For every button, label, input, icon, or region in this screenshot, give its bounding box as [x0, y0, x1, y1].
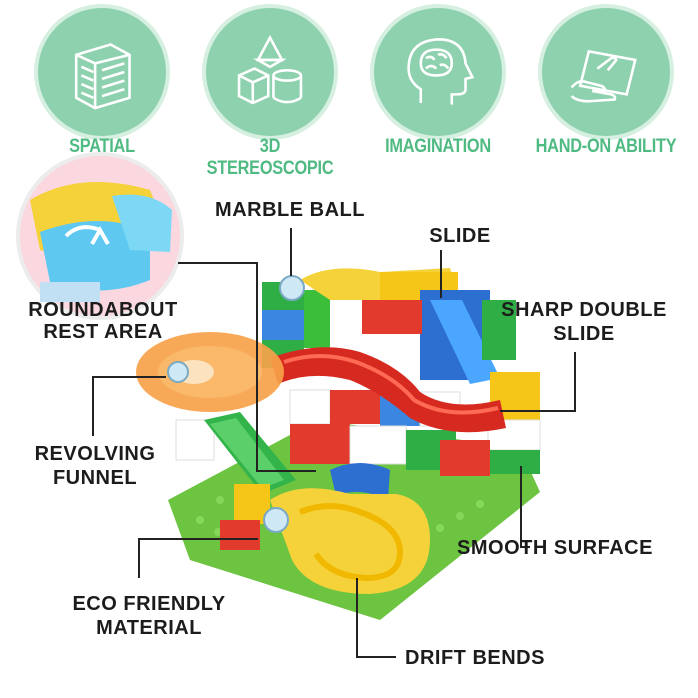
marble-ball: [279, 275, 305, 301]
leader-drift-v: [356, 578, 358, 656]
feature-hand-on-ability: [542, 8, 670, 136]
callout-revolving-line1: REVOLVING: [34, 443, 156, 465]
leader-eco-v: [138, 538, 140, 578]
feature-spatial-thinking: [38, 8, 166, 136]
cube-layers-icon: [74, 43, 131, 110]
callout-sharp-double-line1: SHARP DOUBLE: [501, 299, 667, 321]
callout-slide: SLIDE: [429, 225, 491, 247]
leader-revolving-h: [92, 376, 166, 378]
hand-card-icon: [570, 49, 637, 103]
leader-sharp-double-h: [500, 410, 576, 412]
feature-label-hand-on-ability: HAND-ON ABILITY: [535, 136, 677, 157]
leader-drift-h: [356, 656, 396, 658]
leader-slide: [440, 250, 442, 298]
leader-eco-h: [138, 538, 258, 540]
callout-roundabout-line2: REST AREA: [43, 321, 163, 343]
callout-sharp-double-line2: SLIDE: [553, 323, 615, 345]
leader-roundabout-h2: [256, 470, 316, 472]
leader-smooth-v: [520, 466, 522, 546]
feature-label-3d-stereoscopic: 3D STEREOSCOPIC: [206, 136, 334, 179]
geometric-shapes-icon: [237, 34, 303, 105]
callout-drift-bends: DRIFT BENDS: [405, 647, 545, 669]
head-brain-icon: [407, 38, 475, 105]
leader-roundabout-v: [256, 262, 258, 472]
callout-marble-ball: MARBLE BALL: [215, 199, 365, 221]
feature-imagination: [374, 8, 502, 136]
callout-eco-line1: ECO FRIENDLY: [72, 593, 226, 615]
feature-label-imagination: IMAGINATION: [385, 136, 491, 157]
leader-revolving-v: [92, 376, 94, 436]
leader-smooth-h: [520, 546, 530, 548]
leader-roundabout-h: [178, 262, 258, 264]
leader-sharp-double-v: [574, 352, 576, 412]
feature-3d-stereoscopic: [206, 8, 334, 136]
callout-smooth-surface: SMOOTH SURFACE: [457, 537, 653, 559]
leader-marble-ball: [290, 228, 292, 276]
callout-eco-line2: MATERIAL: [96, 617, 202, 639]
callout-revolving-line2: FUNNEL: [52, 467, 138, 489]
callout-roundabout-line1: ROUNDABOUT: [28, 299, 178, 321]
